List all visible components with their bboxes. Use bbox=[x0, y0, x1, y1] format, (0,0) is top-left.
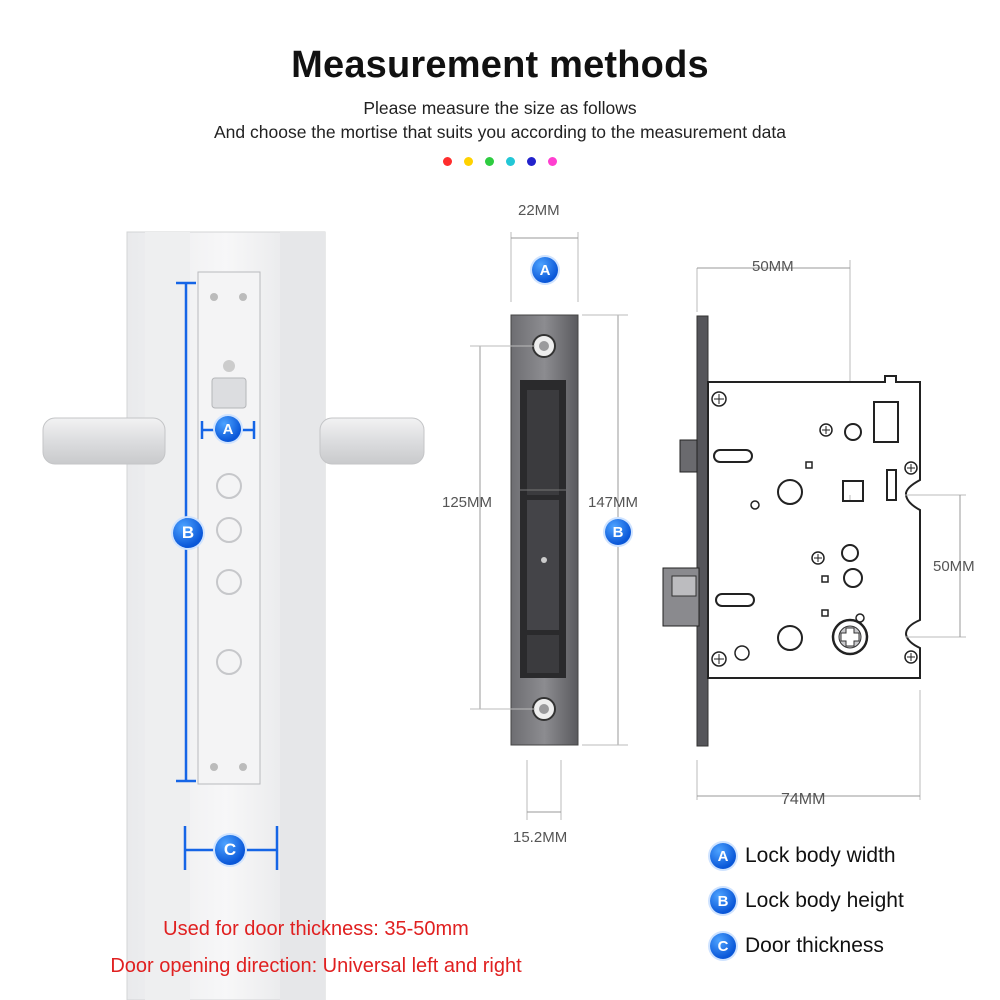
color-dot bbox=[464, 157, 473, 166]
lock-body-side-view bbox=[662, 260, 966, 800]
subtitle-line-2: And choose the mortise that suits you ac… bbox=[214, 122, 786, 142]
door-badge-c: C bbox=[215, 835, 245, 865]
dim-spindle-distance: 50MM bbox=[933, 558, 975, 575]
dim-case-width: 15.2MM bbox=[513, 829, 568, 846]
dim-total-height: 147MM bbox=[588, 494, 639, 511]
door-handle-left bbox=[42, 417, 166, 465]
color-dot bbox=[527, 157, 536, 166]
page-title: Measurement methods bbox=[291, 44, 709, 86]
door-handle-right bbox=[319, 417, 425, 465]
note-door-thickness: Used for door thickness: 35-50mm bbox=[163, 918, 469, 940]
faceplate-front-view bbox=[470, 232, 628, 820]
dim-inner-height: 125MM bbox=[442, 494, 493, 511]
legend-item-a: A Lock body width bbox=[710, 843, 896, 869]
legend-label-a: Lock body width bbox=[745, 844, 896, 867]
door-badge-a: A bbox=[215, 416, 241, 442]
color-dot bbox=[485, 157, 494, 166]
door-faceplate bbox=[197, 271, 261, 785]
door-illustration bbox=[42, 231, 425, 1000]
subtitle-line-1: Please measure the size as follows bbox=[363, 98, 637, 118]
color-dot bbox=[506, 157, 515, 166]
lock-case bbox=[707, 375, 921, 679]
dim-total-depth: 74MM bbox=[781, 791, 826, 808]
legend-badge-c: C bbox=[710, 933, 736, 959]
note-door-direction: Door opening direction: Universal left a… bbox=[110, 955, 522, 977]
faceplate-badge-a: A bbox=[532, 257, 558, 283]
color-dot bbox=[548, 157, 557, 166]
legend-label-b: Lock body height bbox=[745, 889, 904, 912]
dim-backset: 50MM bbox=[752, 258, 794, 275]
door-badge-b: B bbox=[173, 518, 203, 548]
dim-faceplate-width: 22MM bbox=[518, 202, 560, 219]
color-dots bbox=[0, 157, 1000, 166]
legend-item-c: C Door thickness bbox=[710, 933, 884, 959]
legend-badge-a: A bbox=[710, 843, 736, 869]
legend-item-b: B Lock body height bbox=[710, 888, 904, 914]
faceplate-badge-b: B bbox=[605, 519, 631, 545]
legend-label-c: Door thickness bbox=[745, 934, 884, 957]
color-dot bbox=[443, 157, 452, 166]
legend-badge-b: B bbox=[710, 888, 736, 914]
